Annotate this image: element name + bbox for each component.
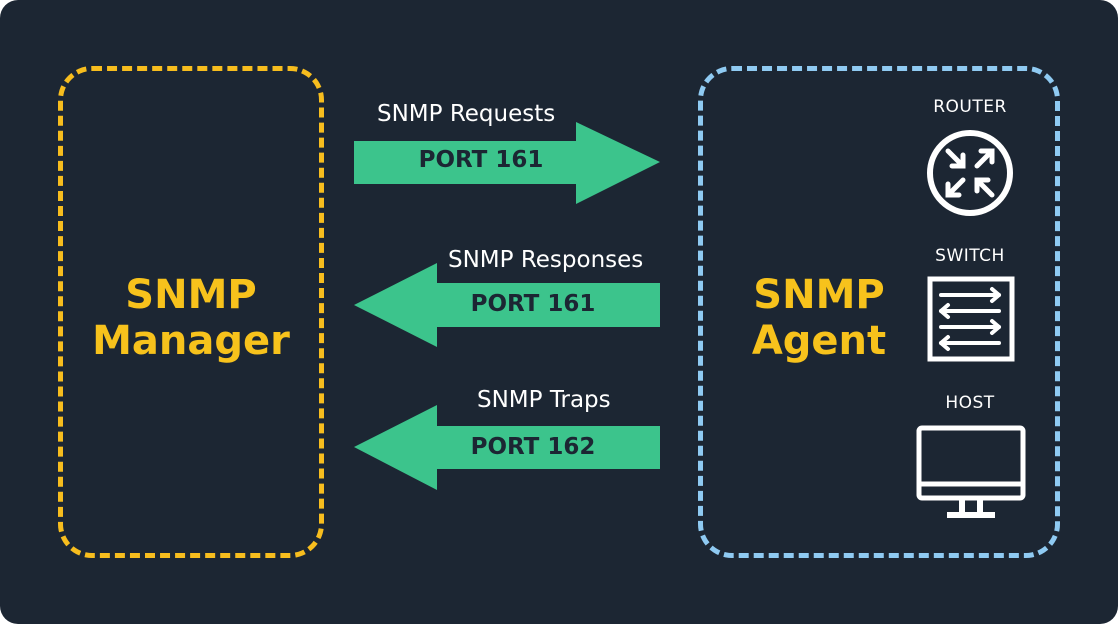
trap-arrow-title: SNMP Traps bbox=[477, 387, 611, 413]
request-arrow bbox=[354, 122, 660, 204]
agent-label-line2: Agent bbox=[751, 318, 887, 364]
response-arrow bbox=[354, 263, 660, 347]
device-label-switch: SWITCH bbox=[935, 246, 1005, 266]
response-arrow-title: SNMP Responses bbox=[448, 247, 644, 273]
router-icon bbox=[927, 130, 1013, 216]
request-port-label: PORT 161 bbox=[418, 147, 544, 173]
device-label-router: ROUTER bbox=[933, 97, 1007, 117]
agent-label-line1: SNMP bbox=[753, 272, 885, 318]
response-port-label: PORT 161 bbox=[470, 291, 596, 317]
agent-label: SNMP Agent bbox=[730, 272, 908, 364]
trap-port-label: PORT 162 bbox=[470, 434, 596, 460]
switch-icon bbox=[927, 276, 1015, 362]
manager-label-line2: Manager bbox=[92, 318, 290, 364]
manager-label: SNMP Manager bbox=[60, 272, 322, 364]
trap-arrow bbox=[354, 405, 660, 490]
manager-label-line1: SNMP bbox=[125, 272, 257, 318]
device-label-host: HOST bbox=[945, 393, 995, 413]
request-arrow-title: SNMP Requests bbox=[377, 101, 556, 127]
monitor-icon bbox=[916, 425, 1026, 518]
manager-box bbox=[58, 66, 324, 558]
agent-box bbox=[698, 66, 1060, 558]
